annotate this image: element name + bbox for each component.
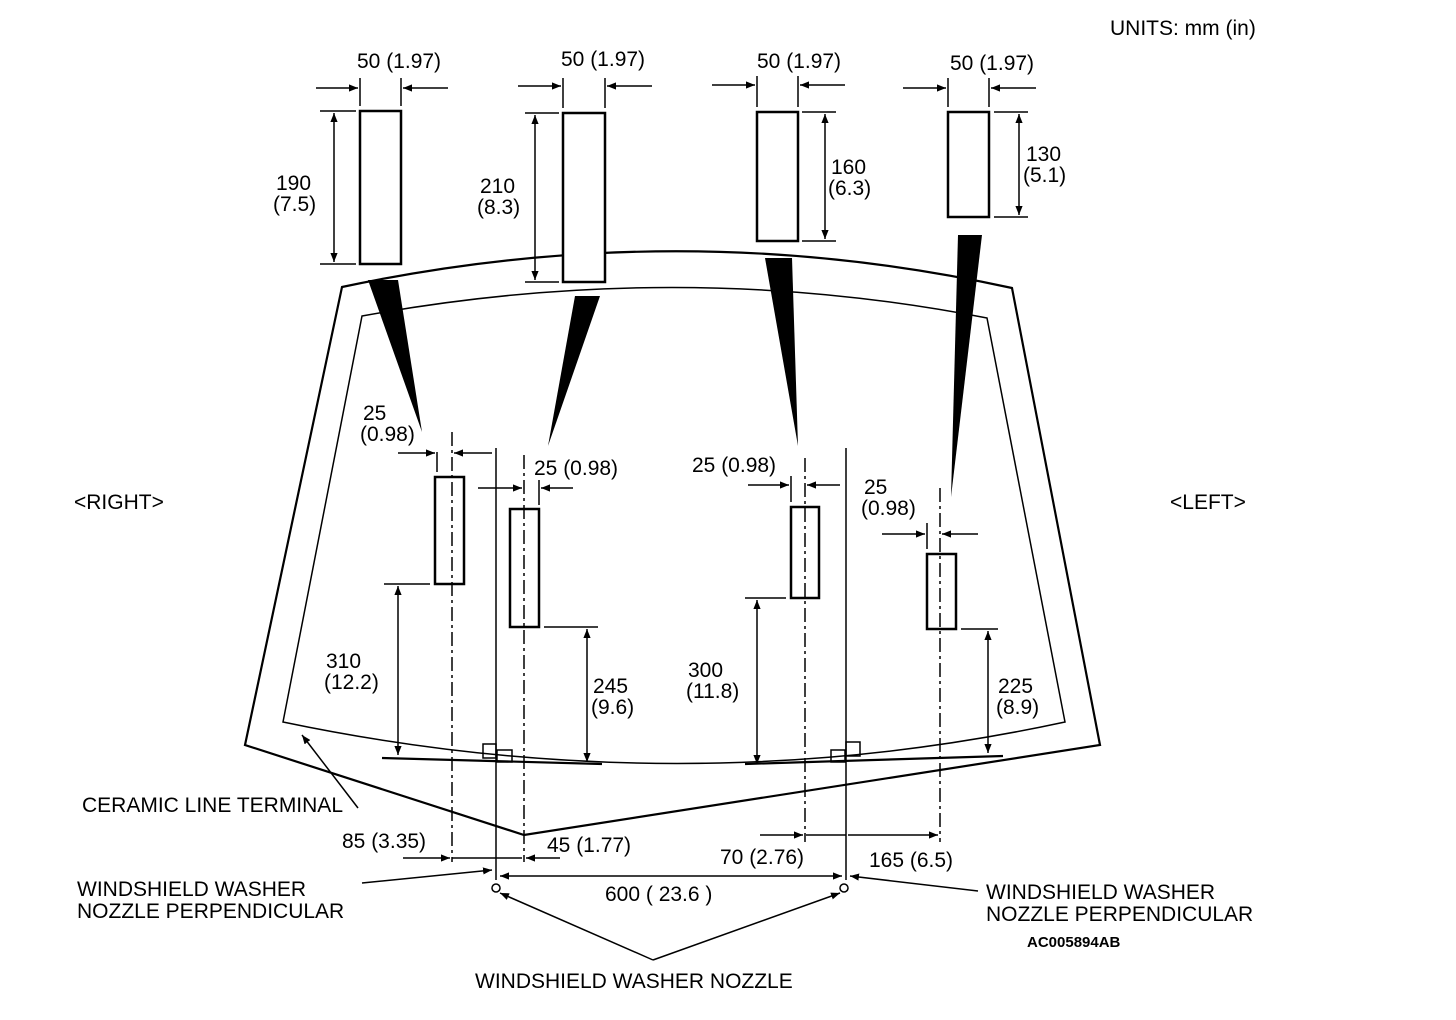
width-label-2: 50 (1.97) — [561, 48, 645, 71]
spray-point-2 — [478, 455, 598, 862]
pointer-wedge-4 — [951, 235, 982, 497]
offset-label-3: 25 (0.98) — [692, 454, 776, 477]
height-label-1b: (7.5) — [273, 193, 316, 216]
spray-point-4 — [882, 488, 998, 842]
target-pattern-4 — [903, 78, 1036, 219]
perp-left-label-2: NOZZLE PERPENDICULAR — [77, 900, 344, 923]
offset-label-1a: 25 — [363, 402, 386, 425]
target-pattern-1 — [316, 78, 448, 266]
vert-label-2a: 245 — [593, 675, 628, 698]
perp-left-label-1: WINDSHIELD WASHER — [77, 878, 306, 901]
ceramic-line — [301, 734, 1004, 809]
bottom-dimensions — [361, 831, 979, 961]
side-left-label: <LEFT> — [1170, 491, 1246, 514]
pointer-wedge-1 — [368, 280, 422, 432]
width-label-4: 50 (1.97) — [950, 52, 1034, 75]
height-label-4a: 130 — [1026, 143, 1061, 166]
height-label-2a: 210 — [480, 175, 515, 198]
offset-label-2: 25 (0.98) — [534, 457, 618, 480]
target-pattern-3 — [712, 76, 845, 243]
perp-right-label-1: WINDSHIELD WASHER — [986, 881, 1215, 904]
pointer-wedge-2 — [548, 296, 600, 446]
offset-label-4b: (0.98) — [861, 497, 916, 520]
nozzle-label: WINDSHIELD WASHER NOZZLE — [475, 970, 793, 993]
height-label-3a: 160 — [831, 156, 866, 179]
dim-45-label: 45 (1.77) — [547, 834, 631, 857]
target-pattern-2 — [518, 78, 652, 284]
units-label: UNITS: mm (in) — [1110, 17, 1256, 40]
vert-label-3a: 300 — [688, 659, 723, 682]
dim-600-label: 600 ( 23.6 ) — [605, 883, 712, 906]
offset-label-4a: 25 — [864, 476, 887, 499]
width-label-1: 50 (1.97) — [357, 50, 441, 73]
vert-label-1b: (12.2) — [324, 671, 379, 694]
perp-right-label-2: NOZZLE PERPENDICULAR — [986, 903, 1253, 926]
ceramic-label: CERAMIC LINE TERMINAL — [82, 794, 343, 817]
nozzle-perpendicular-lines — [491, 448, 849, 893]
width-label-3: 50 (1.97) — [757, 50, 841, 73]
dim-85-label: 85 (3.35) — [342, 830, 426, 853]
dim-70-label: 70 (2.76) — [720, 846, 804, 869]
height-label-4b: (5.1) — [1023, 164, 1066, 187]
vert-label-3b: (11.8) — [686, 680, 739, 703]
dim-165-label: 165 (6.5) — [869, 849, 953, 872]
spray-point-3 — [745, 458, 840, 842]
vert-label-4b: (8.9) — [996, 696, 1039, 719]
spray-point-1 — [384, 432, 492, 862]
figure-code: AC005894AB — [1027, 934, 1121, 951]
offset-label-1b: (0.98) — [360, 423, 415, 446]
side-right-label: <RIGHT> — [74, 491, 164, 514]
vert-label-4a: 225 — [998, 675, 1033, 698]
windshield-outline — [243, 250, 1102, 837]
height-label-1a: 190 — [276, 172, 311, 195]
pointer-wedge-3 — [765, 258, 798, 446]
height-label-2b: (8.3) — [477, 196, 520, 219]
vert-label-1a: 310 — [326, 650, 361, 673]
vert-label-2b: (9.6) — [591, 696, 634, 719]
height-label-3b: (6.3) — [828, 177, 871, 200]
